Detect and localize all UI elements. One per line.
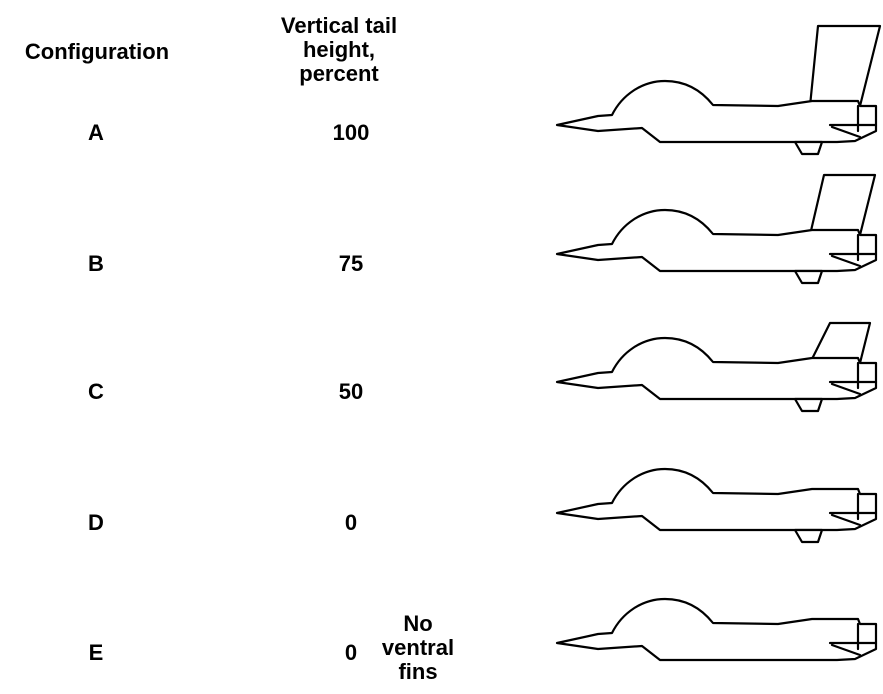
tail-height-value-b: 75 <box>338 251 364 276</box>
config-label-b: B <box>88 251 104 276</box>
tail-height-value-e: 0 <box>344 640 358 665</box>
config-label-a: A <box>88 120 104 145</box>
configuration-header: Configuration <box>24 39 170 64</box>
tail-height-header: Vertical tail height, percent <box>280 13 398 86</box>
nozzle-detail-e <box>828 622 878 657</box>
tail-height-value-d: 0 <box>344 510 358 535</box>
vertical-tail-a <box>808 24 882 108</box>
ventral-fin-c <box>793 397 824 413</box>
config-label-d: D <box>88 510 104 535</box>
config-label-e: E <box>88 640 104 665</box>
fuselage-a <box>555 79 878 144</box>
ventral-fin-b <box>793 269 824 285</box>
no-ventral-fins-note: No ventral fins <box>381 611 455 684</box>
nozzle-detail-c <box>828 361 878 396</box>
fuselage-e <box>555 597 878 662</box>
tail-height-value-a: 100 <box>332 120 370 145</box>
nozzle-detail-d <box>828 492 878 527</box>
fuselage-b <box>555 208 878 273</box>
vertical-tail-b <box>808 173 877 237</box>
fuselage-c <box>555 336 878 401</box>
tail-height-value-c: 50 <box>338 379 364 404</box>
ventral-fin-d <box>793 528 824 544</box>
nozzle-detail-b <box>828 233 878 268</box>
ventral-fin-a <box>793 140 824 156</box>
fuselage-d <box>555 467 878 532</box>
nozzle-detail-a <box>828 104 878 139</box>
config-label-c: C <box>88 379 104 404</box>
